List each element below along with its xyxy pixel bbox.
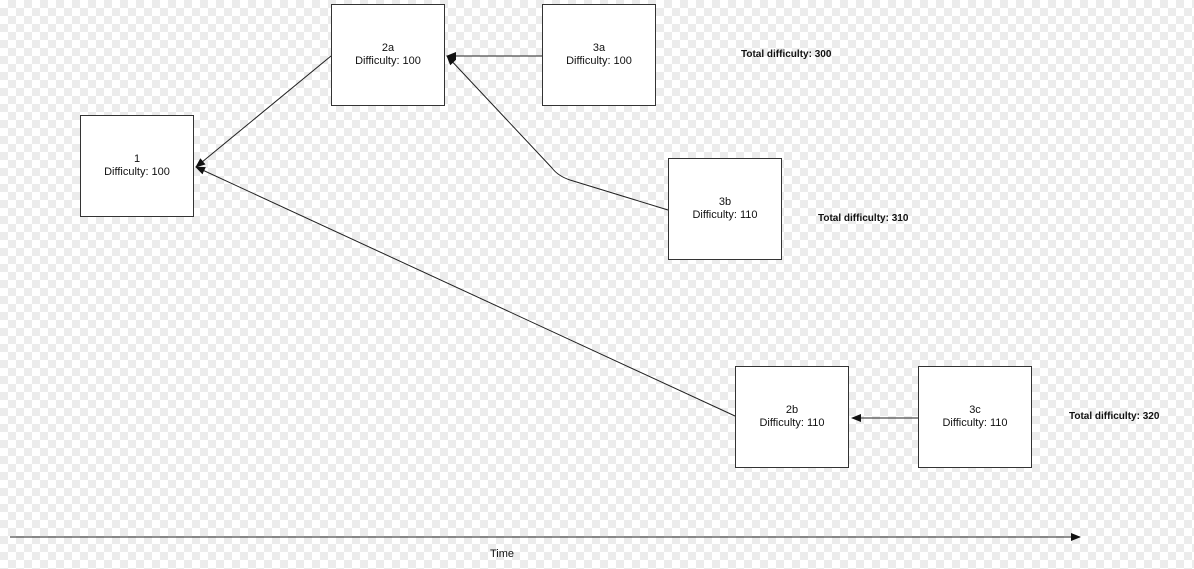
block-1-difficulty: Difficulty: 100	[104, 166, 170, 178]
block-2b: 2b Difficulty: 110	[735, 366, 849, 468]
time-axis-label: Time	[490, 548, 515, 560]
block-3b: 3b Difficulty: 110	[668, 158, 782, 260]
block-3a: 3a Difficulty: 100	[542, 4, 656, 106]
total-difficulty-chain-c: Total difficulty: 320	[1069, 411, 1160, 422]
block-3b-difficulty: Difficulty: 110	[692, 209, 758, 221]
block-2b-name: 2b	[785, 404, 799, 416]
block-2a-difficulty: Difficulty: 100	[355, 55, 421, 67]
block-2a-name: 2a	[381, 42, 395, 54]
block-3a-difficulty: Difficulty: 100	[566, 55, 632, 67]
block-2b-difficulty: Difficulty: 110	[759, 417, 825, 429]
block-1: 1 Difficulty: 100	[80, 115, 194, 217]
block-3b-name: 3b	[718, 196, 732, 208]
edge-2a-to-1	[195, 55, 332, 168]
block-1-name: 1	[133, 153, 141, 165]
block-3a-name: 3a	[592, 42, 606, 54]
block-2a: 2a Difficulty: 100	[331, 4, 445, 106]
total-difficulty-chain-a: Total difficulty: 300	[741, 49, 832, 60]
block-3c-difficulty: Difficulty: 110	[942, 417, 1008, 429]
edge-2b-to-1	[195, 166, 736, 417]
total-difficulty-chain-b: Total difficulty: 310	[818, 213, 909, 224]
block-3c-name: 3c	[969, 404, 981, 416]
block-3c: 3c Difficulty: 110	[918, 366, 1032, 468]
edge-3b-to-2a	[446, 55, 669, 211]
